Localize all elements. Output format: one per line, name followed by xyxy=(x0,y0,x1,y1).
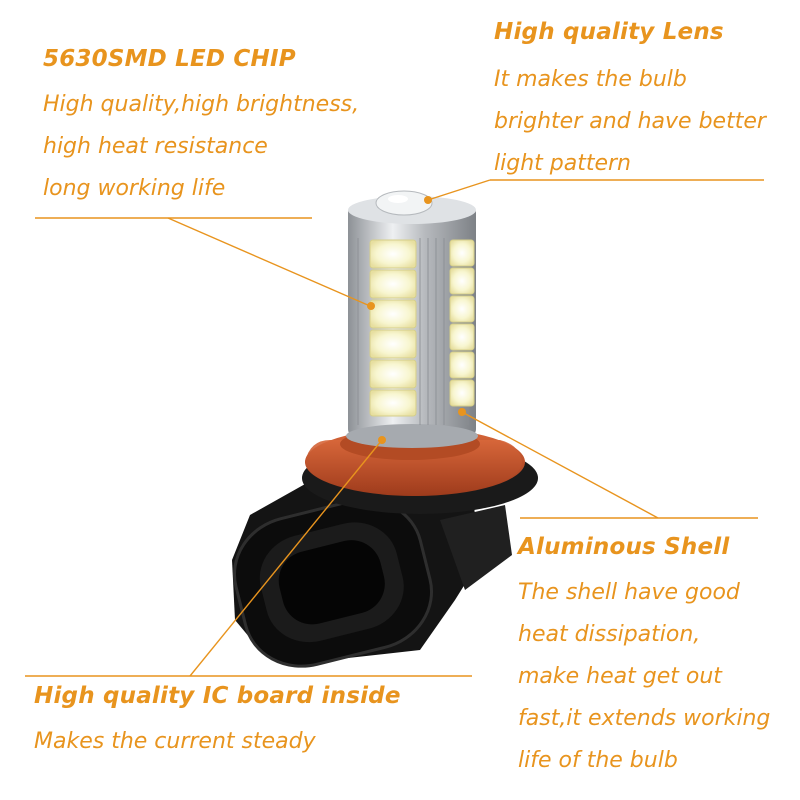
callout-ic-line: Makes the current steady xyxy=(34,729,316,754)
callout-led-chip-line: high heat resistance xyxy=(43,134,268,159)
leader-lens-pointer xyxy=(427,179,491,201)
socket-flange xyxy=(302,428,538,514)
callout-lens-title: High quality Lens xyxy=(494,19,724,45)
callout-shell-line: make heat get out xyxy=(518,664,722,689)
callout-lens-line: light pattern xyxy=(494,151,631,176)
callout-lens-line: It makes the bulb xyxy=(494,67,687,92)
leader-lines xyxy=(25,179,764,677)
led-chip-column-front xyxy=(369,239,417,417)
callout-lens: High quality Lens It makes the bulb brig… xyxy=(494,17,794,185)
leader-dots xyxy=(367,196,466,444)
led-chip-column-side xyxy=(449,239,475,407)
callout-lens-line: brighter and have better xyxy=(494,109,766,134)
callout-aluminous-shell: Aluminous Shell The shell have good heat… xyxy=(518,532,798,782)
callout-shell-line: heat dissipation, xyxy=(518,622,701,647)
callout-led-chip-line: High quality,high brightness, xyxy=(43,92,360,117)
callout-ic-board: High quality IC board inside Makes the c… xyxy=(34,681,454,763)
leader-ic-pointer xyxy=(189,439,383,677)
callout-ic-title: High quality IC board inside xyxy=(34,683,401,709)
callout-led-chip-title: 5630SMD LED CHIP xyxy=(43,46,296,72)
leader-shell-pointer xyxy=(461,411,659,519)
callout-shell-line: life of the bulb xyxy=(518,748,678,773)
callout-shell-line: fast,it extends working xyxy=(518,706,771,731)
callout-shell-title: Aluminous Shell xyxy=(518,534,730,560)
callout-led-chip: 5630SMD LED CHIP High quality,high brigh… xyxy=(43,44,373,210)
plug-connector xyxy=(232,470,512,668)
callout-shell-line: The shell have good xyxy=(518,580,740,605)
lens-dome xyxy=(375,190,433,216)
leader-chip-pointer xyxy=(167,217,371,307)
callout-led-chip-line: long working life xyxy=(43,176,226,201)
